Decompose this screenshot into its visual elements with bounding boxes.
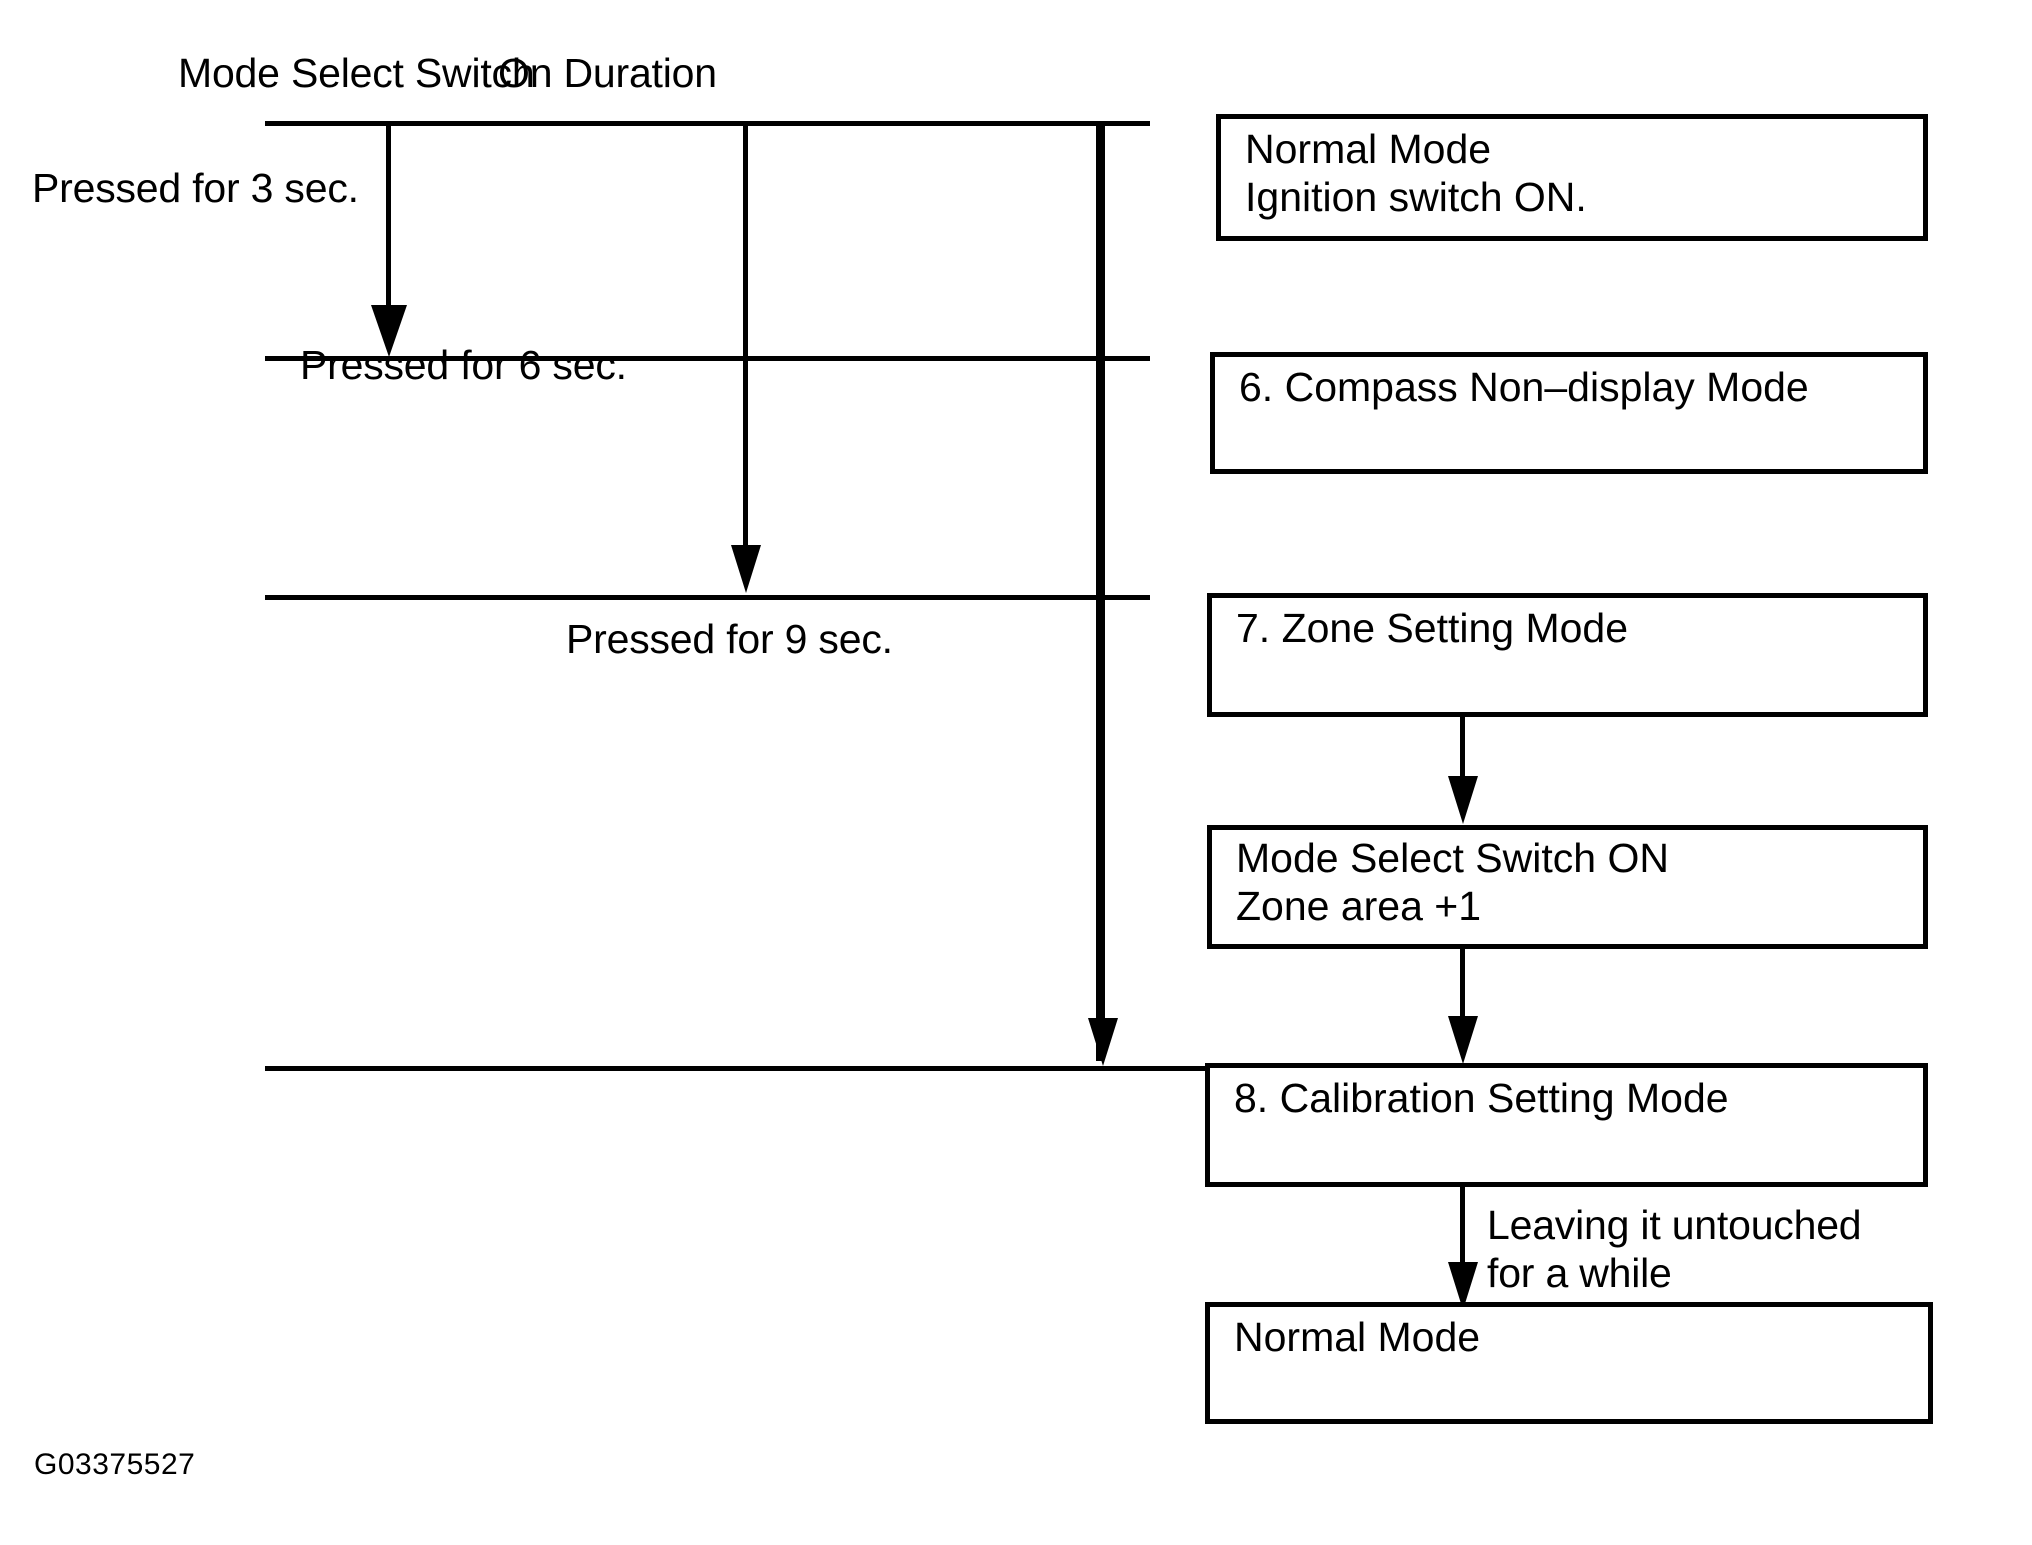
box-zone-setting-mode-label: 7. Zone Setting Mode — [1236, 605, 1629, 651]
box-normal-mode-top-line1: Normal Mode — [1245, 126, 1492, 172]
arrow-head-3-sec — [371, 305, 407, 357]
arrow-stem-9-sec — [1100, 121, 1105, 1021]
box-normal-mode-bottom-label: Normal Mode — [1234, 1314, 1481, 1360]
duration-label-6-sec: Pressed for 6 sec. — [300, 342, 627, 388]
box-calibration-setting-mode: 8. Calibration Setting Mode — [1205, 1063, 1928, 1187]
figure-code: G03375527 — [34, 1448, 196, 1481]
connector-arrow-switch-to-calibration — [1448, 1016, 1478, 1064]
box-mode-select-switch-on-line2: Zone area +1 — [1236, 883, 1482, 929]
annotation-leaving-untouched-line2: for a while — [1487, 1250, 1672, 1296]
duration-label-3-sec: Pressed for 3 sec. — [32, 165, 359, 211]
separator-line-after-6sec — [265, 595, 1150, 600]
connector-stem-calibration-to-normal — [1460, 1187, 1465, 1265]
duration-label-9-sec: Pressed for 9 sec. — [566, 616, 893, 662]
column-header-mode-select-switch: Mode Select Switch — [178, 50, 535, 96]
annotation-leaving-untouched-line1: Leaving it untouched — [1487, 1202, 1862, 1248]
box-normal-mode-top-line2: Ignition switch ON. — [1245, 174, 1587, 220]
box-normal-mode-bottom: Normal Mode — [1205, 1302, 1933, 1424]
arrow-stem-3-sec — [386, 121, 391, 308]
box-compass-non-display-mode: 6. Compass Non–display Mode — [1210, 352, 1928, 474]
connector-stem-zone-to-switch — [1460, 717, 1465, 779]
separator-line-top — [265, 121, 1150, 126]
box-compass-non-display-mode-label: 6. Compass Non–display Mode — [1239, 364, 1809, 410]
arrow-stem-6-sec — [743, 121, 748, 546]
box-mode-select-switch-on: Mode Select Switch ON Zone area +1 — [1207, 825, 1928, 949]
box-calibration-setting-mode-label: 8. Calibration Setting Mode — [1234, 1075, 1729, 1121]
column-divider-on-duration — [1096, 121, 1102, 1061]
box-zone-setting-mode: 7. Zone Setting Mode — [1207, 593, 1928, 717]
connector-arrow-zone-to-switch — [1448, 776, 1478, 824]
box-mode-select-switch-on-line1: Mode Select Switch ON — [1236, 835, 1669, 881]
separator-line-after-9sec — [265, 1066, 1205, 1071]
connector-stem-switch-to-calibration — [1460, 949, 1465, 1019]
arrow-head-9-sec — [1088, 1018, 1118, 1066]
column-header-on-duration: On Duration — [498, 50, 717, 96]
separator-line-after-3sec — [265, 356, 1150, 361]
arrow-head-6-sec — [731, 545, 761, 593]
box-normal-mode-top: Normal Mode Ignition switch ON. — [1216, 114, 1928, 241]
